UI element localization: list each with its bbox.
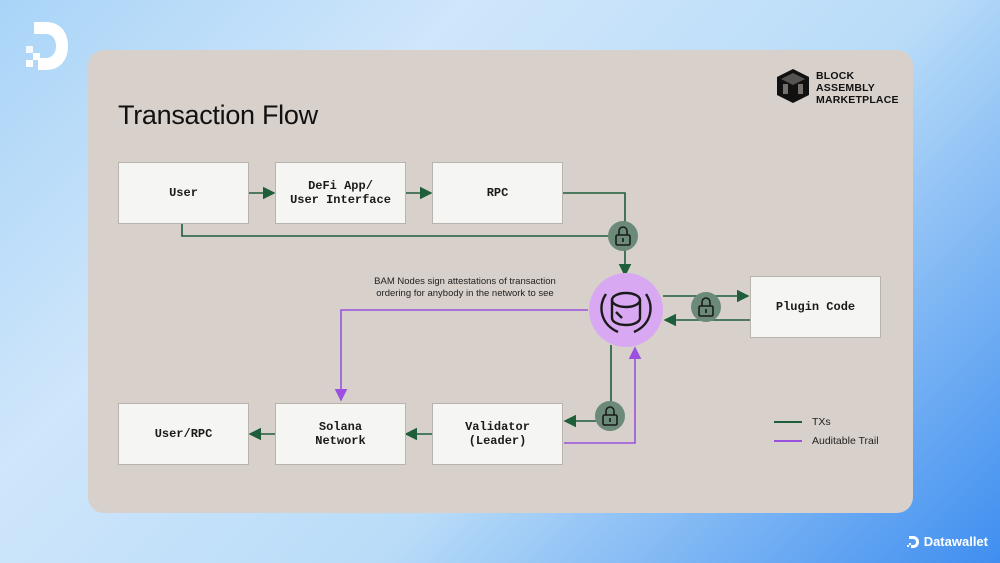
node-defi-app: DeFi App/ User Interface (275, 162, 406, 224)
bam-annotation: BAM Nodes sign attestations of transacti… (374, 276, 556, 299)
legend-label-auditable-trail: Auditable Trail (812, 435, 879, 447)
node-plugin-code: Plugin Code (750, 276, 881, 338)
trail-bam-to-solana (334, 309, 588, 402)
node-validator: Validator (Leader) (432, 403, 563, 465)
datawallet-logo-icon (26, 22, 68, 70)
datawallet-mark-icon (906, 535, 919, 548)
legend-item-txs: TXs (774, 416, 831, 428)
node-rpc: RPC (432, 162, 563, 224)
brand-name: Datawallet (923, 534, 988, 549)
bam-node-icon (589, 273, 663, 347)
node-user: User (118, 162, 249, 224)
legend-item-auditable-trail: Auditable Trail (774, 435, 879, 447)
lock-icon (595, 401, 625, 431)
legend-label-txs: TXs (812, 416, 831, 428)
flow-connectors (181, 186, 750, 444)
node-user-rpc: User/RPC (118, 403, 249, 465)
lock-icon (691, 292, 721, 322)
line-user-to-bam (181, 223, 625, 237)
legend-swatch-auditable-trail (774, 440, 802, 442)
bam-logo-text: BLOCK ASSEMBLY MARKETPLACE (816, 70, 899, 106)
page-title: Transaction Flow (118, 100, 318, 130)
lock-icon (608, 221, 638, 251)
brand-footer: Datawallet (906, 534, 988, 549)
diagram-card: Transaction Flow BLOCK ASSEMBLY MARKETPL… (88, 50, 913, 513)
node-solana-network: Solana Network (275, 403, 406, 465)
bam-cube-logo-icon (777, 69, 809, 103)
trail-validator-to-bam (564, 346, 642, 444)
legend-swatch-txs (774, 421, 802, 423)
